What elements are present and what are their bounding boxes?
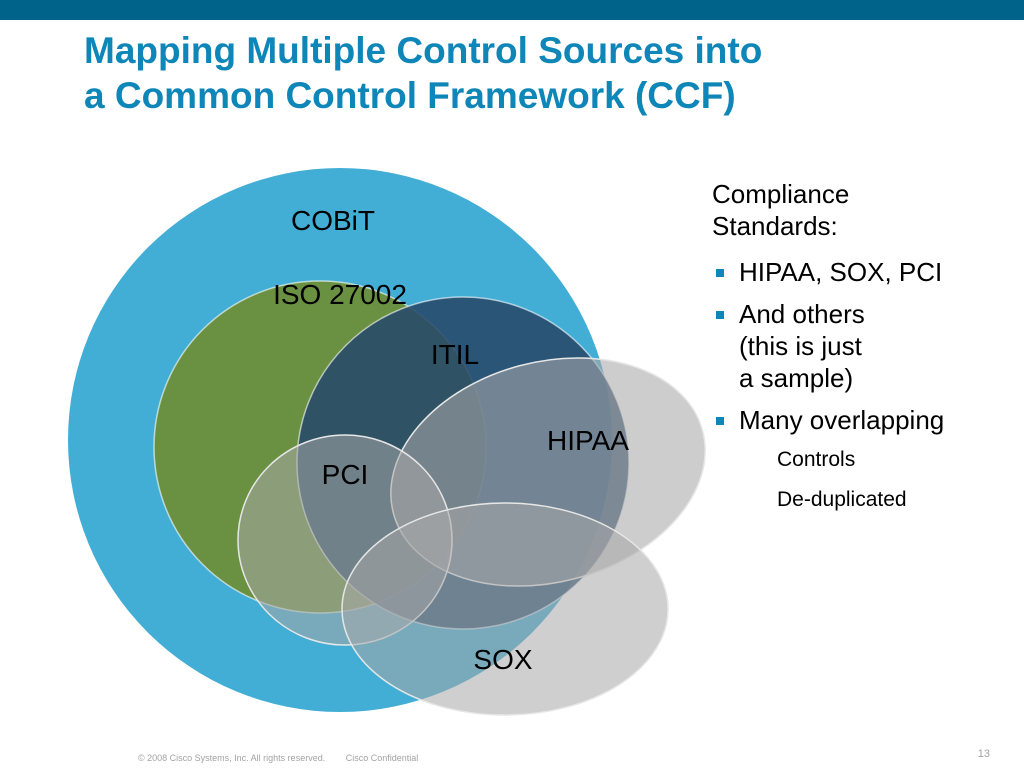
confidential-text: Cisco Confidential: [345, 753, 419, 763]
hipaa-label: HIPAA: [547, 425, 629, 456]
footer: © 2008 Cisco Systems, Inc. All rights re…: [138, 752, 418, 764]
bullet-text: a sample): [739, 363, 854, 393]
bullet-list: HIPAA, SOX, PCI And others (this is just…: [712, 256, 1012, 520]
bullet-text: HIPAA, SOX, PCI: [739, 257, 943, 287]
slide-title: Mapping Multiple Control Sources into a …: [84, 28, 984, 118]
heading-line-2: Standards:: [712, 211, 838, 241]
copyright-text: © 2008 Cisco Systems, Inc. All rights re…: [138, 753, 326, 763]
bullet-text: And others: [739, 299, 865, 329]
itil-label: ITIL: [431, 339, 479, 370]
sox-label: SOX: [473, 644, 532, 675]
top-bar: [0, 0, 1024, 20]
bullet-item-and-others: And others (this is just a sample): [712, 298, 1012, 394]
heading-line-1: Compliance: [712, 179, 850, 209]
square-bullet-icon: [716, 311, 724, 319]
pci-label: PCI: [322, 459, 369, 490]
compliance-standards-panel: Compliance Standards: HIPAA, SOX, PCI An…: [712, 178, 1012, 530]
bullet-item-hipaa-sox-pci: HIPAA, SOX, PCI: [712, 256, 1012, 288]
slide-title-line-2: a Common Control Framework (CCF): [84, 75, 736, 116]
cobit-label: COBiT: [291, 205, 375, 236]
sub-bullet-list: Controls De-duplicated: [739, 440, 1012, 520]
compliance-standards-heading: Compliance Standards:: [712, 178, 1012, 242]
iso-27002-label: ISO 27002: [273, 279, 407, 310]
sub-item-controls: Controls: [777, 448, 856, 471]
sub-item-de-duplicated: De-duplicated: [777, 488, 907, 511]
bullet-text: Many overlapping: [739, 405, 945, 435]
square-bullet-icon: [716, 417, 724, 425]
sox-ellipse: [341, 502, 669, 716]
bullet-text: (this is just: [739, 331, 862, 361]
square-bullet-icon: [716, 269, 724, 277]
bullet-item-many-overlapping: Many overlapping Controls De-duplicated: [712, 404, 1012, 520]
slide-title-line-1: Mapping Multiple Control Sources into: [84, 30, 763, 71]
page-number: 13: [977, 748, 990, 760]
